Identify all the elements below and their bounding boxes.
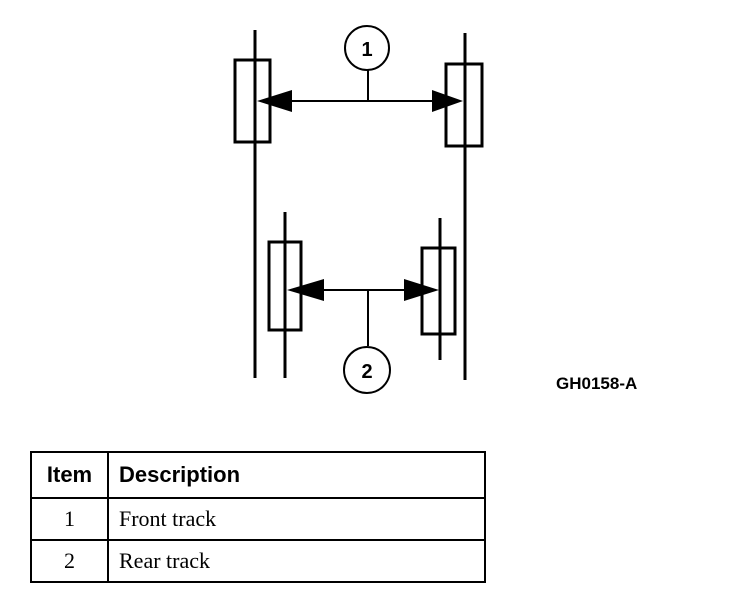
- table-row: 1 Front track: [30, 497, 486, 541]
- callout-2-label: 2: [361, 361, 372, 383]
- callout-1-label: 1: [361, 39, 372, 61]
- header-description: Description: [107, 451, 486, 499]
- legend-table: Item Description 1 Front track 2 Rear tr…: [30, 451, 486, 583]
- callout-1: 1: [344, 25, 390, 71]
- rear-track-arrow: [287, 279, 439, 346]
- row-1-item: 1: [30, 497, 109, 541]
- callout-2: 2: [343, 346, 391, 394]
- row-2-item: 2: [30, 539, 109, 583]
- figure-code: GH0158-A: [556, 374, 638, 393]
- row-2-description: Rear track: [107, 539, 486, 583]
- legend-header-row: Item Description: [30, 451, 486, 499]
- header-item: Item: [30, 451, 109, 499]
- front-track-arrow: [257, 70, 463, 112]
- row-1-description: Front track: [107, 497, 486, 541]
- table-row: 2 Rear track: [30, 539, 486, 583]
